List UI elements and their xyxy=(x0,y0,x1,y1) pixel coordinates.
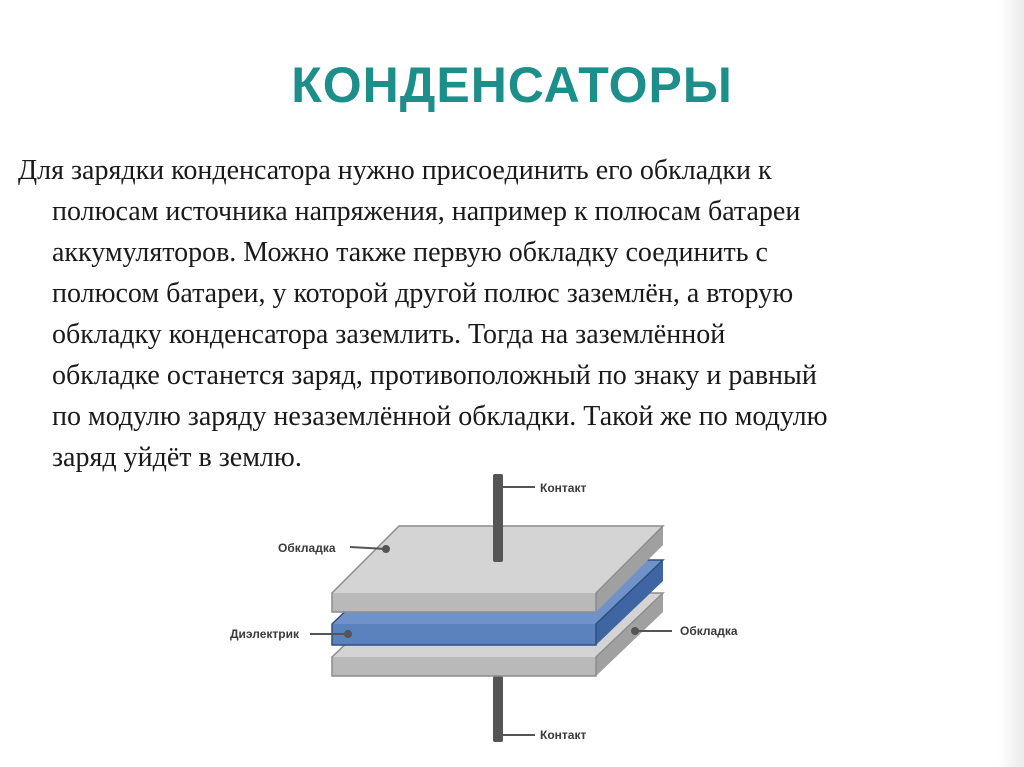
label-contact-bottom: Контакт xyxy=(540,728,586,742)
bottom-contact xyxy=(493,676,503,742)
slide-title: КОНДЕНСАТОРЫ xyxy=(291,57,733,113)
label-dielectric: Диэлектрик xyxy=(230,627,300,641)
leader-plate-top xyxy=(349,546,387,550)
paragraph-line: полюсам источника напряжения, например к… xyxy=(52,196,801,227)
paragraph-line: обкладку конденсатора заземлить. Тогда н… xyxy=(52,319,726,350)
paragraph-line: по модулю заряду незаземлённой обкладки.… xyxy=(52,401,828,432)
paragraph-line: заряд уйдёт в землю. xyxy=(52,442,302,473)
body-paragraph: Для зарядки конденсатора нужно присоедин… xyxy=(18,150,1008,478)
paragraph-line: аккумуляторов. Можно также первую обклад… xyxy=(52,237,768,268)
label-plate-top: Обкладка xyxy=(278,541,336,555)
paragraph-line: полюсом батареи, у которой другой полюс … xyxy=(52,278,794,309)
paragraph-line: Для зарядки конденсатора нужно присоедин… xyxy=(18,155,772,186)
label-plate-bottom: Обкладка xyxy=(680,624,738,638)
page-edge xyxy=(998,0,1024,767)
label-contact-top: Контакт xyxy=(540,481,586,495)
top-contact xyxy=(493,474,503,562)
paragraph-line: обкладке останется заряд, противоположны… xyxy=(52,360,817,391)
